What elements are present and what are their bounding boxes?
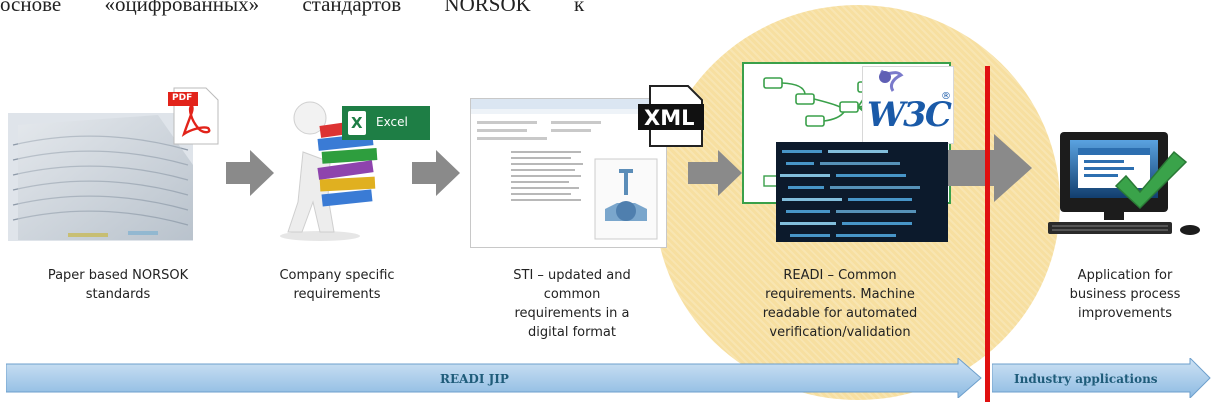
divider-line xyxy=(985,66,990,402)
excel-icon: X xyxy=(348,111,366,135)
valve-icon xyxy=(605,169,647,221)
xml-badge: XML xyxy=(636,84,708,148)
readi-jip-band xyxy=(6,358,982,398)
registered-mark: ® xyxy=(941,91,951,102)
w3c-logo-mark xyxy=(879,69,904,92)
stage-label-application: Application for business process improve… xyxy=(1069,268,1181,321)
stage-sti-digital xyxy=(470,98,667,248)
header-text: основе «оцифрованных» стандартов NORSOK … xyxy=(0,0,585,16)
stage-label-sti: STI – updated and common requirements in… xyxy=(513,268,631,340)
stage-application xyxy=(1040,128,1212,244)
w3c-label: W3C xyxy=(867,95,952,135)
stage-label-readi: READI – Common requirements. Machine rea… xyxy=(762,268,918,340)
excel-icon-letter: X xyxy=(351,114,363,132)
industry-applications-label: Industry applications xyxy=(1014,372,1158,386)
code-text-icon xyxy=(780,150,920,237)
excel-badge: X Excel xyxy=(342,106,430,140)
industry-applications-band xyxy=(992,358,1211,398)
pdf-file-icon xyxy=(168,87,219,145)
document-screenshot-icon xyxy=(471,99,666,240)
w3c-logo: W3C ® xyxy=(862,66,954,144)
code-screen xyxy=(776,142,948,242)
computer-check-icon xyxy=(1048,132,1200,235)
flow-arrow-3 xyxy=(688,150,742,196)
pdf-label: PDF xyxy=(172,93,193,103)
paper-stack-icon xyxy=(8,113,193,241)
xml-label: XML xyxy=(644,106,695,130)
readi-jip-label: READI JIP xyxy=(440,372,509,386)
stage-paper-standards xyxy=(8,105,218,245)
excel-label: Excel xyxy=(376,115,408,129)
stage-label-company: Company specific requirements xyxy=(279,268,395,302)
xml-file-icon xyxy=(638,85,704,147)
person-binders-icon xyxy=(280,101,378,241)
flow-arrow-2 xyxy=(412,150,460,196)
flow-arrow-1 xyxy=(226,150,274,196)
pdf-badge: PDF xyxy=(168,86,220,146)
stage-label-paper: Paper based NORSOK standards xyxy=(47,268,189,302)
flow-arrow-4 xyxy=(948,134,1032,202)
stage-company-requirements xyxy=(258,92,433,242)
